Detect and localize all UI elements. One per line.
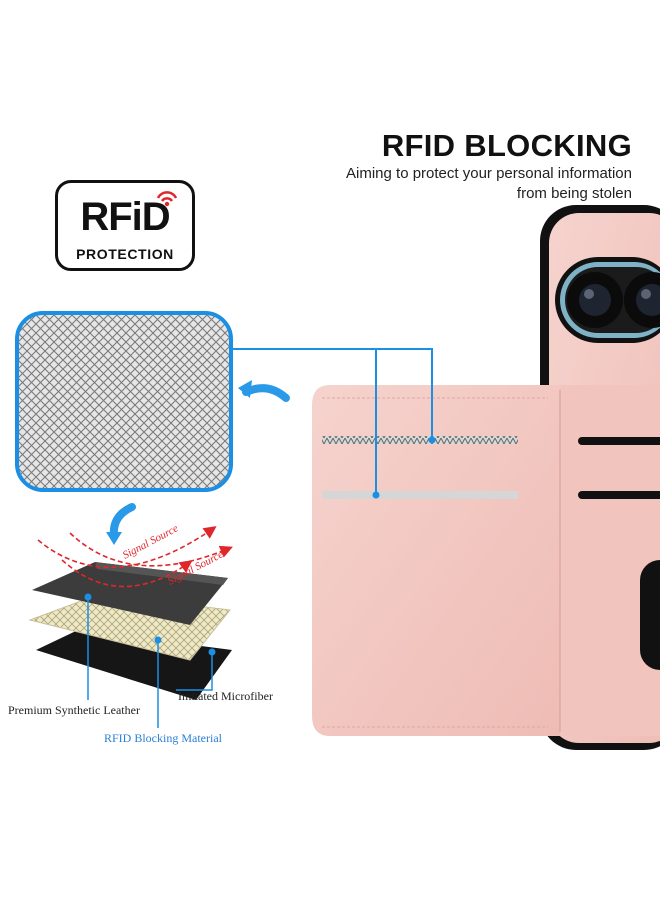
signal-arrows bbox=[37, 526, 233, 588]
badge-main-text: RFiD bbox=[80, 195, 170, 239]
card-slot bbox=[322, 491, 518, 499]
rfid-protection-badge: RFiD PROTECTION bbox=[55, 180, 195, 271]
layer-callouts bbox=[87, 597, 213, 728]
signal-icon bbox=[156, 191, 178, 207]
label-imitated-microfiber: Imitated Microfiber bbox=[178, 689, 273, 703]
curved-arrow-icon bbox=[109, 503, 136, 540]
curved-arrow-icon bbox=[242, 384, 290, 402]
subtitle-line-1: Aiming to protect your personal informat… bbox=[346, 165, 632, 182]
signal-label-1: Signal Source bbox=[121, 522, 181, 561]
material-layers bbox=[28, 562, 232, 700]
card-slot bbox=[578, 437, 660, 445]
card-slot bbox=[578, 491, 660, 499]
card-slot bbox=[322, 436, 518, 444]
subtitle-line-2: from being stolen bbox=[516, 185, 632, 202]
badge-sub-text: PROTECTION bbox=[76, 246, 174, 262]
label-premium-synthetic-leather: Premium Synthetic Leather bbox=[8, 703, 140, 717]
label-rfid-blocking-material: RFID Blocking Material bbox=[104, 731, 222, 745]
headline: RFID BLOCKING bbox=[381, 128, 632, 163]
connector-lines bbox=[231, 348, 433, 495]
rfid-mesh-tile bbox=[15, 311, 233, 492]
wallet-flap bbox=[312, 385, 660, 736]
